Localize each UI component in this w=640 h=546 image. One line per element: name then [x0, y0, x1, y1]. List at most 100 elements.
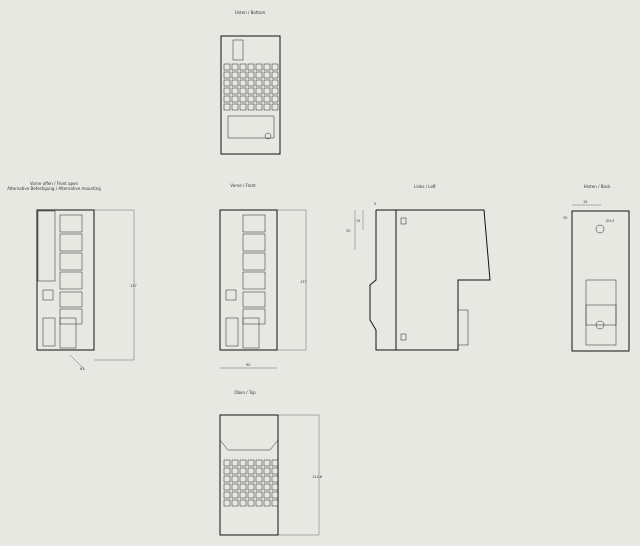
terminal-cell [231, 63, 239, 71]
terminal-cell [247, 63, 255, 71]
left-dim-a: 30 [346, 229, 350, 233]
terminal-cell [255, 103, 263, 111]
rj45-port [242, 291, 266, 308]
sfp-slot [59, 317, 77, 349]
terminal-cell [271, 87, 279, 95]
terminal-block [42, 317, 56, 347]
back-dim-a: 15 [583, 200, 587, 204]
terminal-cell [263, 491, 271, 499]
terminal-block [225, 317, 239, 347]
terminal-cell [231, 483, 239, 491]
terminal-cell [255, 459, 263, 467]
front-height: 137 [300, 280, 307, 284]
terminal-cell [231, 71, 239, 79]
terminal-cell [263, 467, 271, 475]
terminal-cell [239, 459, 247, 467]
terminal-cell [247, 499, 255, 507]
rj45-port [59, 308, 83, 325]
terminal-cell [239, 467, 247, 475]
sfp-slot [242, 317, 260, 349]
terminal-cell [263, 87, 271, 95]
rj45-port [242, 252, 266, 271]
terminal-cell [223, 459, 231, 467]
terminal-cell [231, 467, 239, 475]
terminal-cell [255, 475, 263, 483]
terminal-cell [231, 475, 239, 483]
terminal-cell [223, 79, 231, 87]
terminal-cell [239, 63, 247, 71]
front-open-subtitle: Alternative Befestigung / Alternative mo… [7, 186, 101, 191]
terminal-cell [263, 475, 271, 483]
terminal-cell [271, 475, 279, 483]
left-dim-b: 15 [356, 219, 360, 223]
terminal-cell [231, 499, 239, 507]
terminal-cell [231, 87, 239, 95]
terminal-cell [239, 79, 247, 87]
terminal-cell [255, 483, 263, 491]
terminal-cell [239, 87, 247, 95]
front-open-title: Vorne offen / Front open [30, 181, 79, 186]
front-open-height: 137 [130, 284, 137, 288]
terminal-cell [263, 95, 271, 103]
terminal-cell [231, 103, 239, 111]
terminal-cell [231, 459, 239, 467]
terminal-cell [247, 459, 255, 467]
terminal-cell [263, 63, 271, 71]
terminal-cell [247, 95, 255, 103]
terminal-cell [271, 79, 279, 87]
back-title: Hinten / Back [584, 184, 612, 189]
terminal-cell [223, 475, 231, 483]
rj45-port [242, 233, 266, 252]
terminal-cell [271, 499, 279, 507]
front-open-view: Vorne offen / Front open Alternative Bef… [7, 181, 136, 371]
terminal-cell [223, 103, 231, 111]
terminal-cell [271, 63, 279, 71]
terminal-cell [223, 71, 231, 79]
terminal-cell [239, 95, 247, 103]
rj45-port [242, 308, 266, 325]
terminal-cell [263, 71, 271, 79]
terminal-cell [223, 87, 231, 95]
terminal-cell [239, 483, 247, 491]
terminal-cell [271, 103, 279, 111]
terminal-cell [247, 491, 255, 499]
terminal-cell [255, 71, 263, 79]
terminal-cell [247, 103, 255, 111]
terminal-cell [271, 467, 279, 475]
terminal-cell [263, 459, 271, 467]
terminal-cell [231, 95, 239, 103]
terminal-cell [239, 491, 247, 499]
terminal-cell [255, 95, 263, 103]
terminal-cell [271, 491, 279, 499]
terminal-cell [239, 475, 247, 483]
terminal-cell [223, 467, 231, 475]
back-dim-b: 30 [563, 216, 567, 220]
terminal-cell [239, 499, 247, 507]
rj45-port [242, 271, 266, 290]
terminal-cell [255, 87, 263, 95]
terminal-cell [247, 467, 255, 475]
terminal-cell [271, 95, 279, 103]
top-depth: 124.8 [312, 475, 322, 479]
terminal-cell [255, 491, 263, 499]
terminal-cell [239, 103, 247, 111]
back-view: Hinten / Back 15 30 Ø4.5 [563, 184, 630, 352]
front-width: 90 [246, 363, 250, 367]
terminal-cell [271, 459, 279, 467]
rj45-port [59, 233, 83, 252]
terminal-cell [271, 71, 279, 79]
terminal-cell [231, 79, 239, 87]
top-view: Oben / Top 124.8 [219, 390, 322, 536]
terminal-cell [231, 491, 239, 499]
left-dim-c: 5 [374, 202, 376, 206]
terminal-cell [223, 483, 231, 491]
terminal-cell [223, 491, 231, 499]
rj45-port [59, 291, 83, 308]
front-title: Vorne / Front [230, 183, 256, 188]
terminal-cell [255, 63, 263, 71]
terminal-cell [263, 483, 271, 491]
terminal-cell [239, 71, 247, 79]
usb-port [42, 289, 54, 301]
